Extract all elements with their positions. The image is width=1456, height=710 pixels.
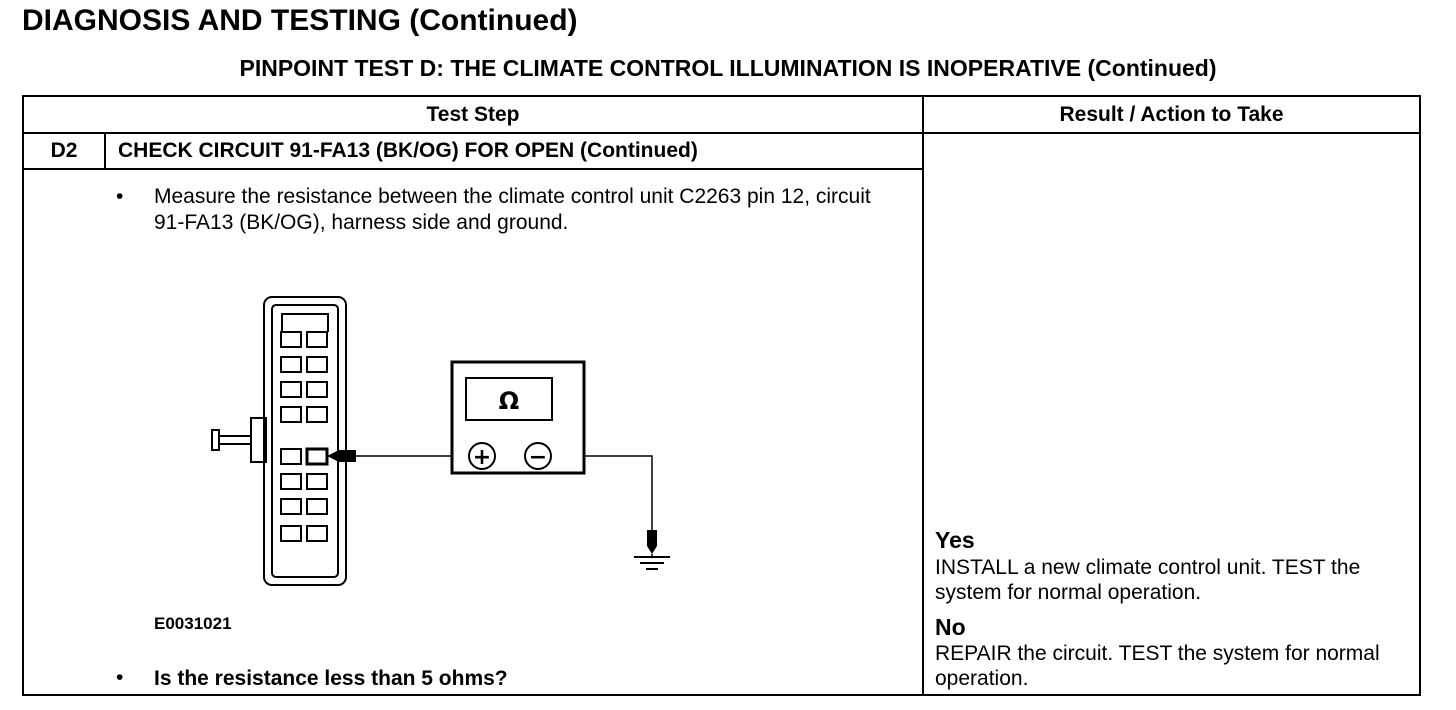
measurement-diagram: Ω + − xyxy=(211,296,670,586)
probe-icon xyxy=(327,450,356,462)
figure-id: E0031021 xyxy=(154,614,232,633)
header-divider xyxy=(24,132,1419,134)
ohm-symbol: Ω xyxy=(499,387,519,415)
header-result-action: Result / Action to Take xyxy=(1059,103,1284,126)
step-title: CHECK CIRCUIT 91-FA13 (BK/OG) FOR OPEN (… xyxy=(118,139,698,162)
bullet-icon: • xyxy=(116,666,124,689)
no-label: No xyxy=(935,614,966,640)
yes-label: Yes xyxy=(935,527,975,553)
step-id-divider xyxy=(104,132,106,168)
plus-terminal-icon xyxy=(468,442,496,470)
step-id: D2 xyxy=(50,139,78,162)
header-test-step: Test Step xyxy=(426,103,520,126)
minus-terminal-symbol: − xyxy=(529,445,547,470)
ohmmeter-icon: Ω + − xyxy=(450,360,586,475)
yes-action: INSTALL a new climate control unit. TEST… xyxy=(935,556,1361,604)
step-question: Is the resistance less than 5 ohms? xyxy=(154,667,508,690)
bullet-icon: • xyxy=(116,185,124,208)
page-subtitle: PINPOINT TEST D: THE CLIMATE CONTROL ILL… xyxy=(239,55,1217,81)
ground-icon xyxy=(634,530,670,570)
step-instruction: Measure the resistance between the clima… xyxy=(154,185,871,234)
plus-terminal-symbol: + xyxy=(473,445,491,470)
no-action: REPAIR the circuit. TEST the system for … xyxy=(935,642,1380,690)
minus-terminal-icon xyxy=(524,442,552,470)
page-title: DIAGNOSIS AND TESTING (Continued) xyxy=(22,4,578,37)
column-divider xyxy=(922,97,924,694)
pinpoint-test-table: Test Step Result / Action to Take D2 CHE… xyxy=(22,95,1421,696)
connector-c2263-icon xyxy=(263,296,347,586)
connector-latch-icon xyxy=(211,417,267,463)
test-lead-wires xyxy=(356,455,653,530)
step-title-divider xyxy=(24,168,922,170)
